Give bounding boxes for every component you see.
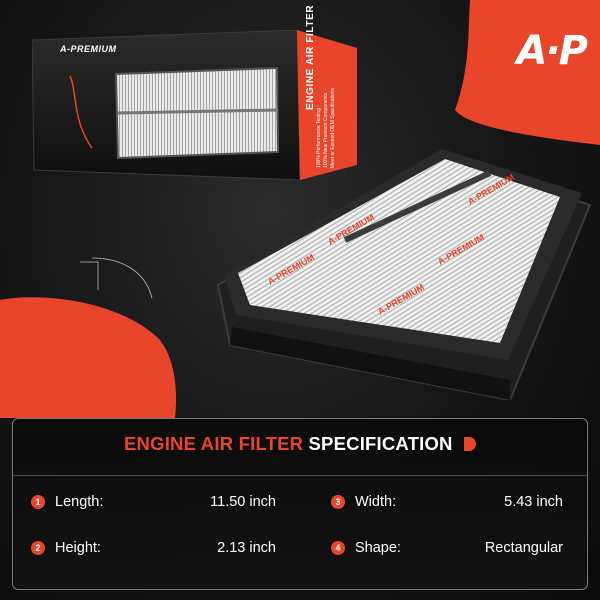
spec-number-badge: 3 bbox=[331, 495, 345, 509]
spec-value: 2.13 inch bbox=[217, 540, 276, 556]
title-arrow-icon bbox=[463, 437, 476, 451]
spec-value: 11.50 inch bbox=[210, 494, 276, 510]
product-box bbox=[32, 30, 357, 180]
spec-title-accent: ENGINE AIR FILTER bbox=[124, 433, 304, 454]
spec-number-badge: 2 bbox=[31, 541, 45, 555]
spec-title-white: SPECIFICATION bbox=[308, 433, 453, 454]
spec-value: 5.43 inch bbox=[504, 494, 563, 510]
box-brand-label: A-PREMIUM bbox=[60, 44, 117, 54]
spec-label: Length: bbox=[55, 494, 104, 510]
spec-row-length: 1 Length: 11.50 inch bbox=[31, 491, 276, 513]
air-filter: A-PREMIUM A-PREMIUM A-PREMIUM A-PREMIUM … bbox=[216, 149, 592, 400]
spec-title: ENGINE AIR FILTER SPECIFICATION bbox=[13, 433, 587, 455]
box-panel-title: ENGINE AIR FILTER bbox=[305, 4, 316, 110]
spec-label: Width: bbox=[355, 494, 397, 510]
spec-value: Rectangular bbox=[484, 540, 563, 556]
spec-number-badge: 4 bbox=[331, 541, 345, 555]
spec-row-height: 2 Height: 2.13 inch bbox=[31, 537, 276, 559]
spec-label: Height: bbox=[55, 540, 101, 556]
spec-row-shape: 4 Shape: Rectangular bbox=[331, 537, 563, 559]
spec-divider bbox=[13, 475, 587, 476]
spec-label: Shape: bbox=[355, 540, 401, 556]
spec-row-width: 3 Width: 5.43 inch bbox=[331, 491, 563, 513]
brand-logo: A·P bbox=[516, 28, 588, 74]
specification-panel: ENGINE AIR FILTER SPECIFICATION 1 Length… bbox=[12, 418, 588, 590]
spec-number-badge: 1 bbox=[31, 495, 45, 509]
